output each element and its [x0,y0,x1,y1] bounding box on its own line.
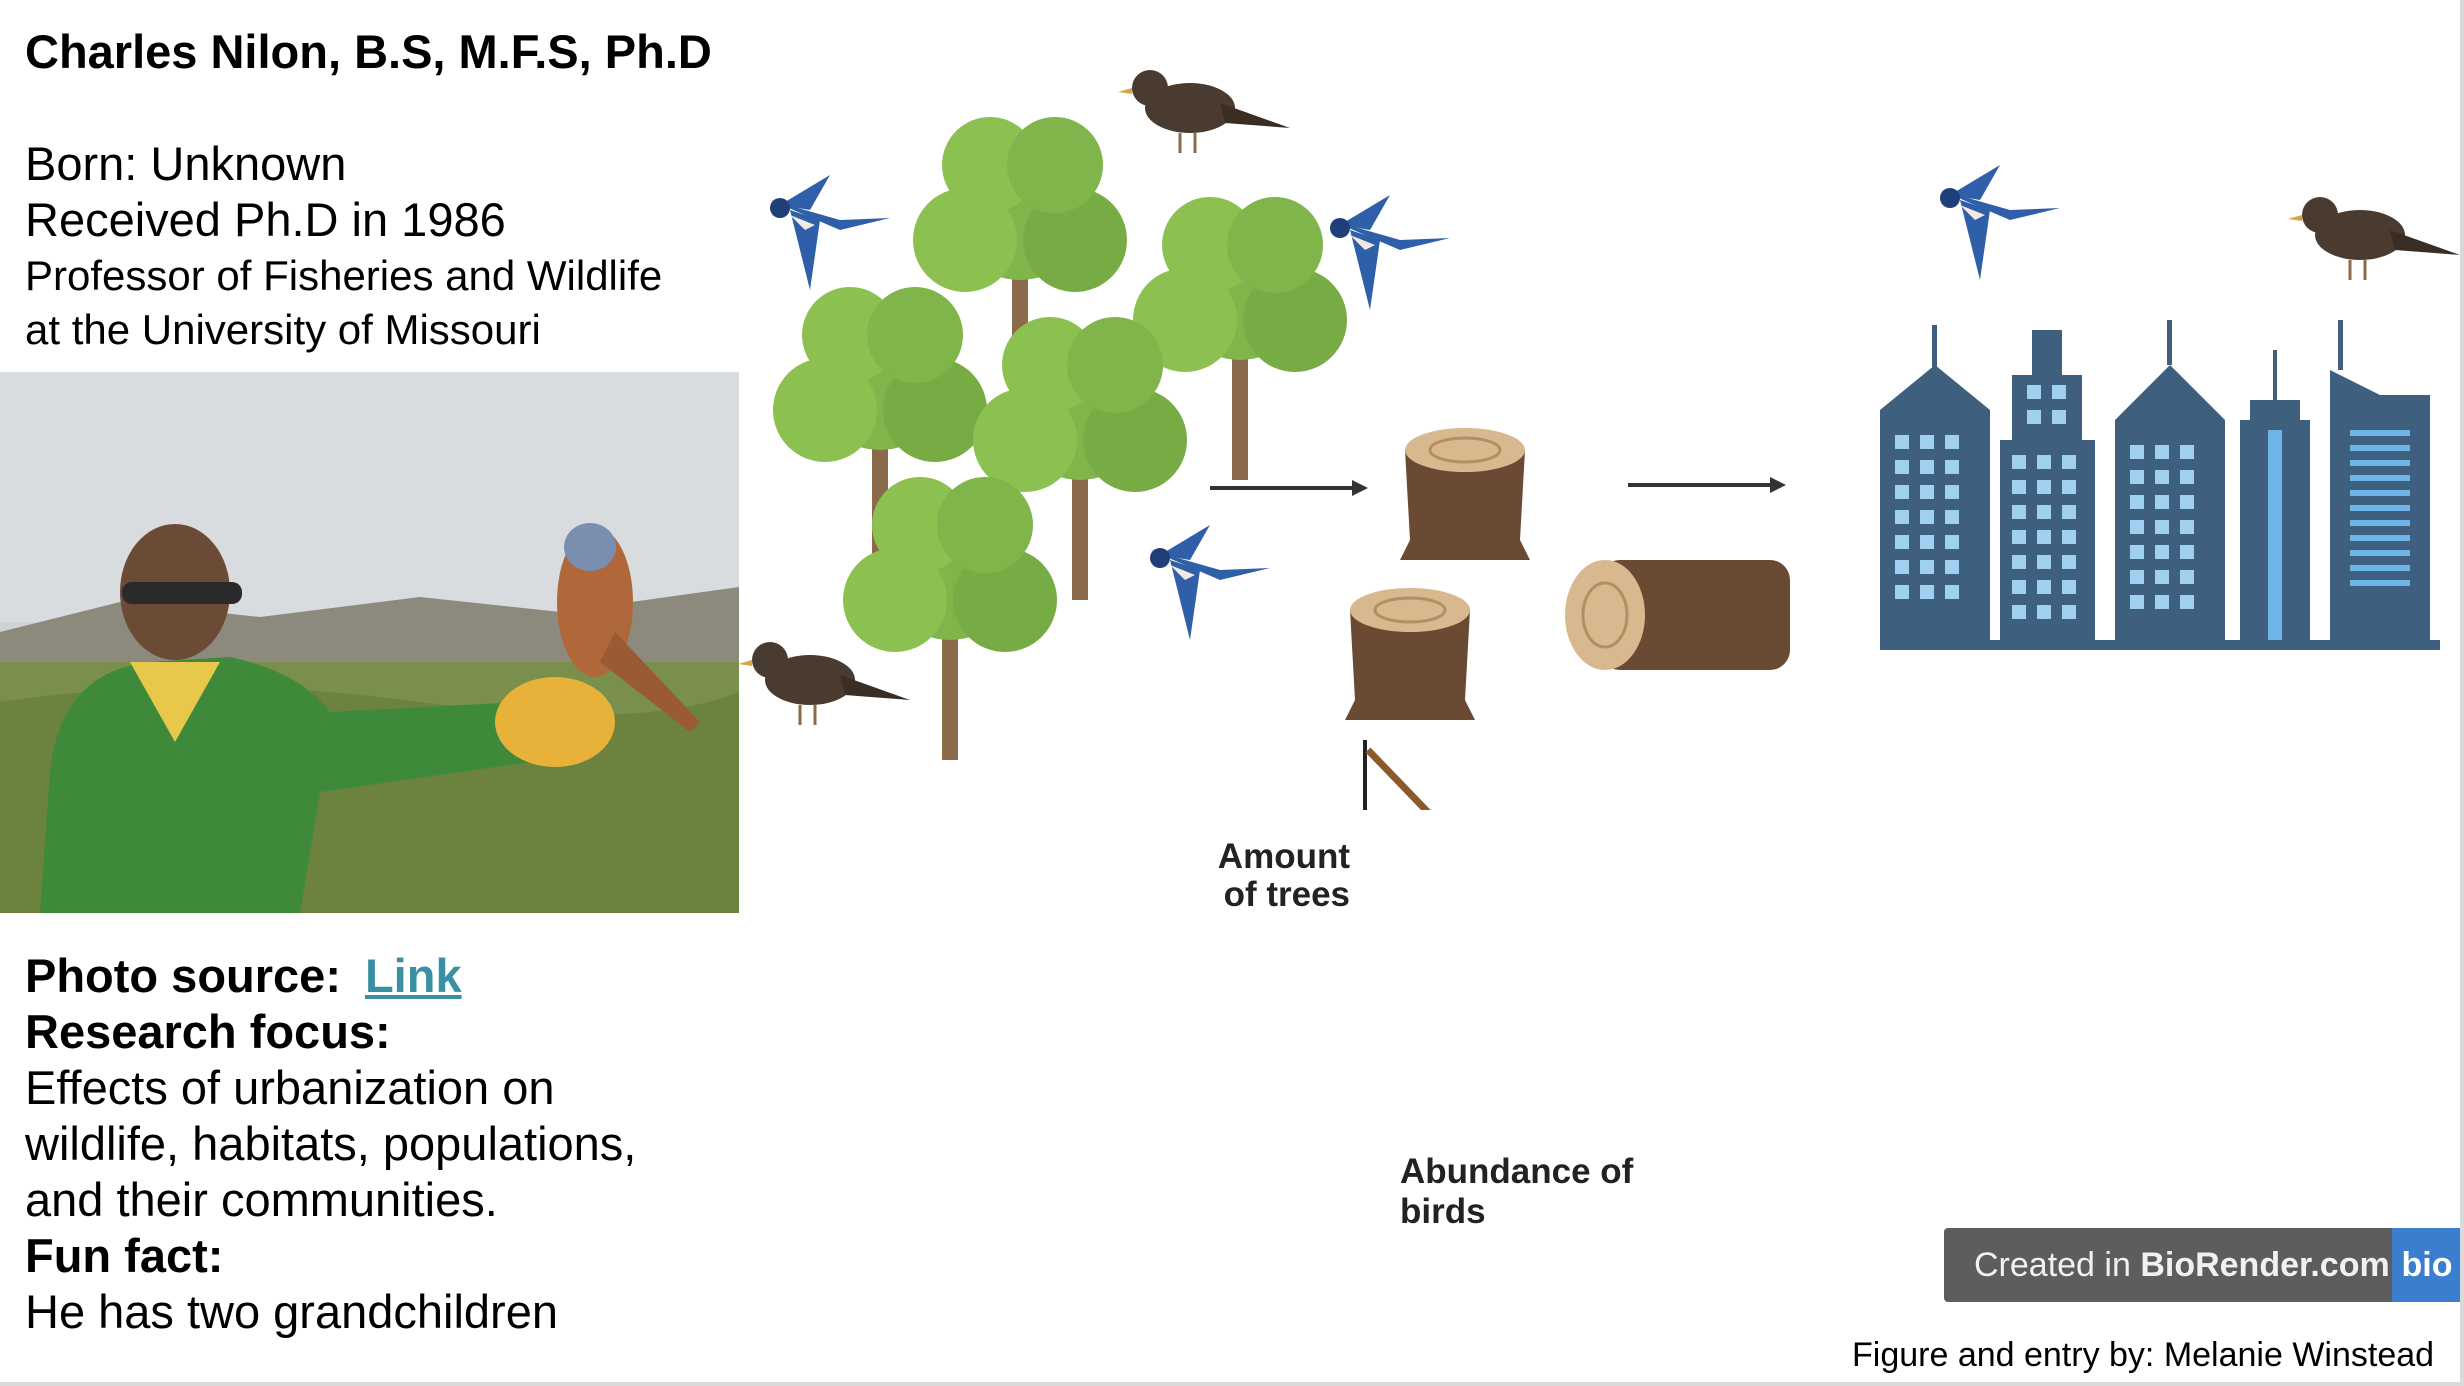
swallow-3 [1150,525,1270,640]
blackbird-1 [1116,68,1292,155]
log [1565,560,1790,670]
urbanization-illustration [740,68,2460,810]
stump-1 [1398,426,1532,562]
lower-info: Photo source: Link Research focus: Effect… [25,948,745,1340]
city-skyline [1880,320,2440,650]
badge-brand: BioRender.com [2140,1245,2390,1284]
photo-source-row: Photo source: Link [25,948,745,1004]
biorender-logo-icon: bio [2392,1228,2462,1302]
name-heading: Charles Nilon, B.S, M.F.S, Ph.D [25,25,712,78]
photo-source-link[interactable]: Link [364,949,462,1002]
phd-text: Received Ph.D in 1986 [25,193,506,246]
research-focus-label: Research focus: [25,1005,391,1058]
y-axis-label-line-2: of trees [1223,875,1350,914]
swallow-2 [1330,195,1450,310]
y-axis-label-line-1: Amount [1217,837,1350,876]
badge-prefix: Created in [1974,1245,2131,1284]
credit-text: Figure and entry by: Melanie Winstead [1852,1336,2435,1374]
blackbird-city [2286,195,2460,282]
badge-text: Created in BioRender.com [1944,1246,2390,1285]
forest-group [773,117,1347,760]
trend-line [1365,747,1431,810]
biorender-badge[interactable]: Created in BioRender.com bio [1944,1228,2462,1302]
x-axis-label: Abundance of birds [1400,1152,1634,1231]
fun-fact-text: He has two grandchildren [25,1285,558,1338]
portrait-photo [0,372,739,913]
fun-fact-label: Fun fact: [25,1229,224,1282]
position-text-2: at the University of Missouri [25,306,541,353]
stump-2 [1343,586,1477,722]
position-text-1: Professor of Fisheries and Wildlife [25,252,663,299]
y-axis-label: Amount of trees [1190,838,1350,914]
born-text: Born: Unknown [25,137,347,190]
swallow-1 [770,175,890,290]
research-line-1: Effects of urbanization on [25,1061,555,1114]
tree-5 [843,477,1057,760]
slide-border-right [2460,0,2464,1386]
swallow-city [1940,165,2060,280]
research-line-3: and their communities. [25,1173,498,1226]
slide-border-bottom [0,1382,2464,1386]
blackbird-2 [740,640,912,727]
photo-source-label: Photo source: [25,949,341,1002]
research-line-2: wildlife, habitats, populations, [25,1117,637,1170]
